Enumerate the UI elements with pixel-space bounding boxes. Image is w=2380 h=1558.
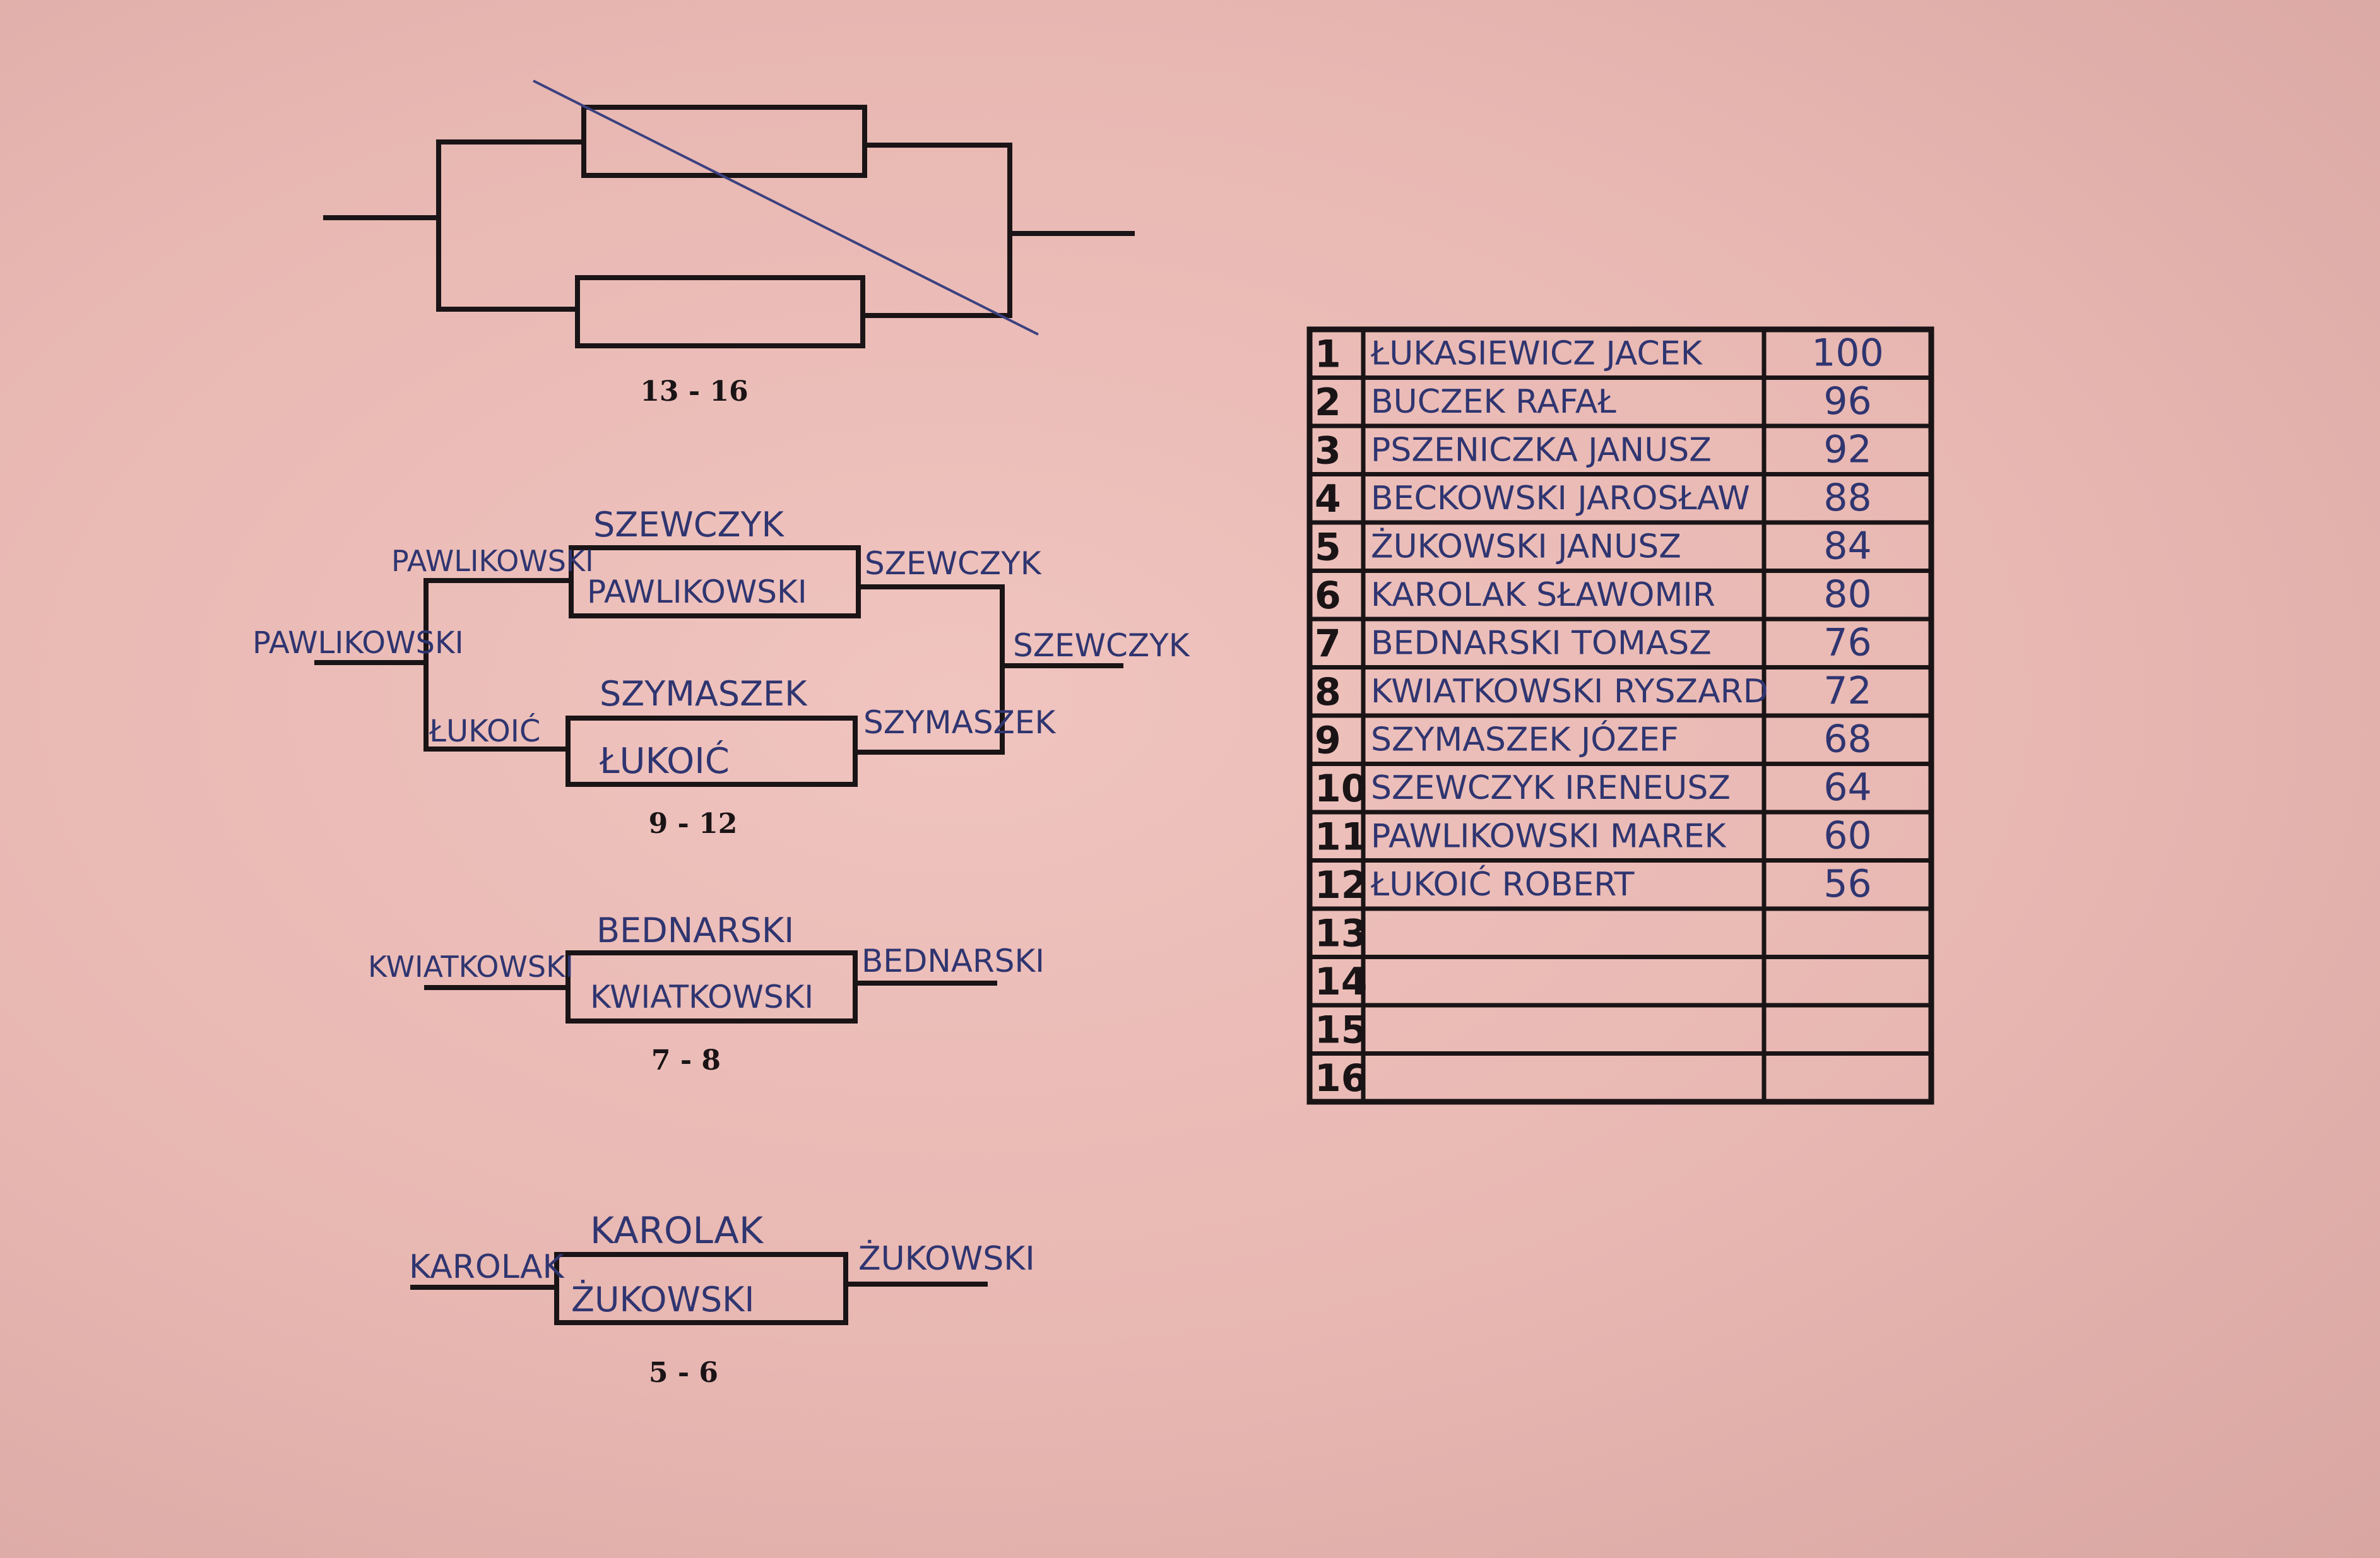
ranking-row-name: BEDNARSKI TOMASZ	[1371, 625, 1712, 663]
bracket-5-6-out-name: ŻUKOWSKI	[858, 1239, 1035, 1278]
cross-out-stroke	[533, 80, 1039, 336]
ranking-row-place: 13	[1315, 912, 1368, 956]
ranking-row-place: 16	[1315, 1056, 1368, 1101]
bracket-7-8-entry-name: KWIATKOWSKI	[368, 950, 574, 984]
ranking-row-score: 92	[1823, 428, 1871, 472]
bracket-9-12-top-box-name: PAWLIKOWSKI	[587, 574, 807, 610]
ranking-row-place: 9	[1315, 719, 1341, 763]
ranking-row-score: 84	[1823, 524, 1871, 569]
ranking-row-score: 76	[1823, 621, 1871, 665]
bracket-7-8-box	[565, 950, 858, 1024]
ranking-row-name: KWIATKOWSKI RYSZARD	[1371, 673, 1768, 711]
bracket-5-6-label: 5 - 6	[649, 1357, 718, 1389]
ranking-row-place: 8	[1315, 670, 1341, 714]
ranking-row-name: ŻUKOWSKI JANUSZ	[1371, 528, 1681, 566]
bracket-5-6-box	[554, 1252, 848, 1325]
ranking-row-score: 56	[1823, 862, 1871, 906]
ranking-row-name: PAWLIKOWSKI MAREK	[1371, 818, 1727, 856]
bracket-9-12-top-box	[569, 545, 861, 618]
ranking-row-place: 7	[1315, 622, 1341, 666]
bracket-9-12-bottom-entry-name: ŁUKOIĆ	[429, 713, 540, 749]
ranking-row-place: 5	[1315, 526, 1341, 570]
ranking-row-score: 64	[1823, 765, 1871, 810]
bracket-9-12-bottom-winner-name: SZYMASZEK	[600, 674, 808, 714]
ranking-row-place: 10	[1315, 767, 1368, 811]
ranking-row-place: 2	[1315, 381, 1341, 425]
ranking-row-name: BECKOWSKI JAROSŁAW	[1371, 480, 1750, 517]
ranking-row-score: 60	[1823, 814, 1871, 858]
ranking-row-score: 100	[1811, 331, 1884, 375]
bracket-7-8-out-name: BEDNARSKI	[861, 943, 1045, 979]
ranking-row-place: 11	[1315, 815, 1368, 859]
bracket-9-12-top-winner-name: SZEWCZYK	[593, 505, 784, 545]
bracket-7-8-box-name: KWIATKOWSKI	[590, 979, 814, 1015]
ranking-row-place: 3	[1315, 429, 1341, 473]
ranking-row-place: 12	[1315, 863, 1368, 907]
ranking-row-name: ŁUKOIĆ ROBERT	[1370, 865, 1635, 904]
bracket-7-8-label: 7 - 8	[651, 1044, 721, 1077]
ranking-row-name: SZEWCZYK IRENEUSZ	[1371, 769, 1731, 807]
bracket-13-16-right-fork	[863, 143, 1012, 318]
bracket-9-12-label: 9 - 12	[649, 808, 738, 840]
ranking-row-score: 68	[1823, 717, 1871, 762]
ranking-row-score: 88	[1823, 476, 1871, 520]
ranking-row-name: SZYMASZEK JÓZEF	[1371, 720, 1679, 759]
bracket-9-12-winner-name: SZEWCZYK	[1013, 627, 1190, 664]
bracket-9-12-entry-name: PAWLIKOWSKI	[252, 625, 464, 661]
ranking-row-score: 80	[1823, 572, 1871, 617]
bracket-9-12-top-out-name: SZEWCZYK	[865, 545, 1042, 582]
bracket-13-16-left-fork	[436, 139, 584, 312]
bracket-9-12-top-entry-name: PAWLIKOWSKI	[391, 544, 594, 578]
ranking-row-score: 72	[1823, 669, 1871, 713]
ranking-row-score: 96	[1823, 379, 1871, 423]
ranking-row-name: BUCZEK RAFAŁ	[1371, 383, 1616, 421]
bracket-9-12	[314, 545, 1123, 787]
bracket-13-16-label: 13 - 16	[640, 375, 748, 408]
ranking-row-place: 4	[1315, 477, 1341, 521]
bracket-5-6	[410, 1252, 988, 1325]
ranking-row-place: 15	[1315, 1008, 1368, 1053]
ranking-row-place: 14	[1315, 960, 1368, 1004]
bracket-7-8	[424, 950, 997, 1024]
ranking-row-place: 6	[1315, 574, 1341, 618]
bracket-7-8-winner-name: BEDNARSKI	[596, 911, 794, 950]
bracket-13-16	[323, 105, 1135, 348]
bracket-9-12-bottom-box-name: ŁUKOIĆ	[599, 741, 730, 782]
ranking-row-name: ŁUKASIEWICZ JACEK	[1370, 335, 1703, 373]
bracket-9-12-right-fork	[855, 584, 1005, 755]
ranking-row-place: 1	[1315, 333, 1341, 377]
bracket-5-6-entry-name: KAROLAK	[409, 1248, 565, 1286]
ranking-row-name: KAROLAK SŁAWOMIR	[1371, 576, 1715, 614]
bracket-9-12-left-fork	[423, 578, 571, 752]
bracket-13-16-top-box	[581, 105, 867, 178]
bracket-13-16-bottom-box	[575, 275, 865, 348]
bracket-5-6-winner-name: KAROLAK	[590, 1209, 764, 1252]
bracket-5-6-box-name: ŻUKOWSKI	[571, 1280, 755, 1319]
ranking-row-name: PSZENICZKA JANUSZ	[1371, 432, 1712, 469]
bracket-9-12-bottom-out-name: SZYMASZEK	[863, 704, 1056, 741]
